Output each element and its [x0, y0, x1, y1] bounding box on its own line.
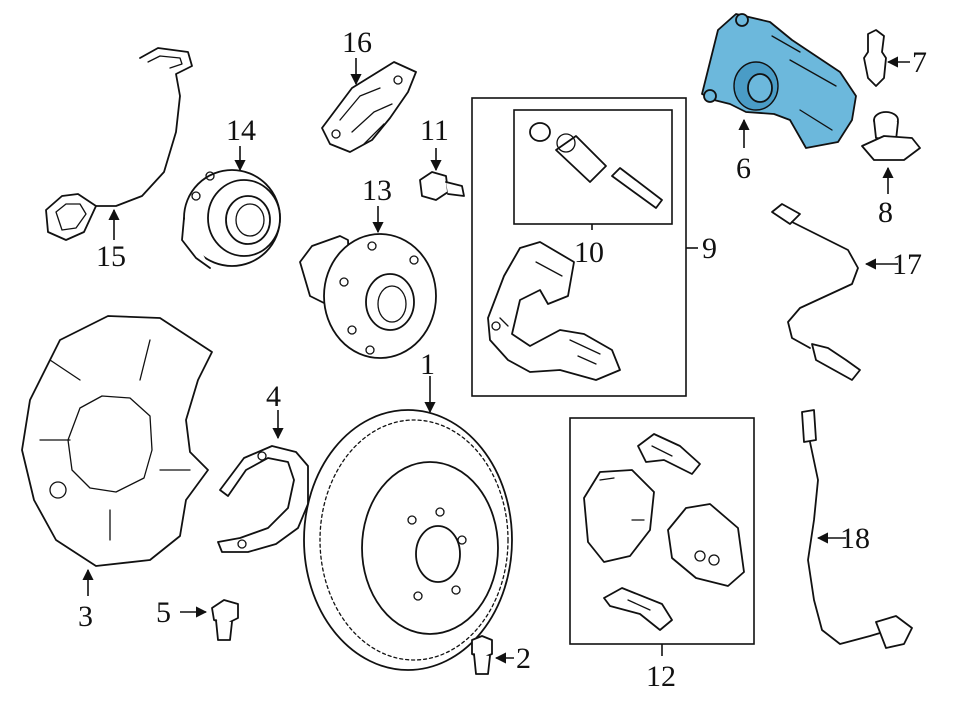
callout-4: 4 — [266, 380, 281, 413]
callout-14: 14 — [226, 114, 256, 147]
callout-10: 10 — [574, 236, 604, 269]
part-2-bolt[interactable] — [471, 635, 514, 675]
part-1-brake-rotor[interactable] — [303, 376, 513, 671]
part-8-dust-cap[interactable] — [861, 111, 921, 194]
part-5-bolt[interactable] — [180, 599, 239, 641]
callout-7: 7 — [912, 46, 927, 79]
part-4-retaining-clip[interactable] — [217, 410, 309, 553]
callout-13: 13 — [362, 174, 392, 207]
callout-8: 8 — [878, 196, 893, 229]
part-3-dust-shield[interactable] — [21, 315, 213, 596]
callout-17: 17 — [892, 248, 922, 281]
part-15-wear-sensor[interactable] — [45, 47, 193, 241]
callout-16: 16 — [342, 26, 372, 59]
part-18-abs-sensor[interactable] — [801, 409, 913, 649]
group-9-box — [471, 97, 687, 397]
group-10-box — [513, 109, 673, 225]
callout-12: 12 — [646, 660, 676, 693]
part-6-caliper-highlighted[interactable] — [701, 13, 857, 149]
part-16-bracket[interactable] — [321, 58, 417, 153]
part-13-wheel-hub[interactable] — [299, 206, 437, 359]
callout-6: 6 — [736, 152, 751, 185]
part-9-caliper-bracket[interactable] — [487, 241, 621, 381]
callout-3: 3 — [78, 600, 93, 633]
callout-11: 11 — [420, 114, 449, 147]
part-12-brake-pads[interactable] — [583, 433, 745, 631]
part-10-guide-pins[interactable] — [529, 122, 663, 230]
part-11-bolt[interactable] — [419, 148, 465, 201]
part-14-wheel-bearing[interactable] — [181, 146, 281, 269]
callout-5: 5 — [156, 596, 171, 629]
part-17-brake-hose[interactable] — [771, 203, 898, 381]
callout-2: 2 — [516, 642, 531, 675]
callout-15: 15 — [96, 240, 126, 273]
callout-18: 18 — [840, 522, 870, 555]
callout-9: 9 — [702, 232, 717, 265]
part-7-bleeder-screw[interactable] — [863, 29, 910, 87]
callout-1: 1 — [420, 348, 435, 381]
